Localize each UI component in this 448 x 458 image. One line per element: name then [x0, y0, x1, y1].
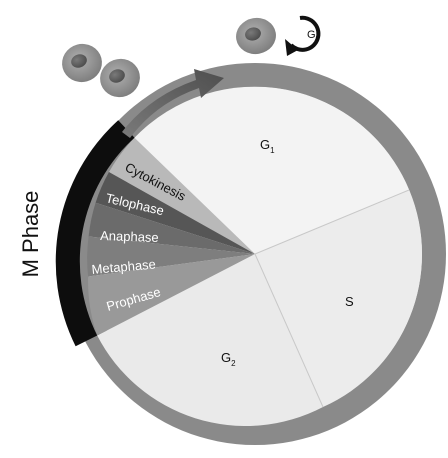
- sector-dividers: [254, 189, 410, 408]
- g2-sector: [97, 254, 323, 426]
- anaphase-sector: [88, 202, 255, 254]
- g1-sector: [134, 86, 409, 254]
- g1-label: G1: [260, 137, 275, 155]
- progress-arrow: [122, 69, 224, 138]
- m-phase-label: M Phase: [18, 191, 43, 278]
- g0-cycle-icon: [285, 15, 321, 56]
- telophase-sector: [95, 172, 255, 254]
- g0-label: G0: [307, 29, 320, 43]
- metaphase-sector: [87, 236, 256, 277]
- s-sector: [255, 190, 422, 407]
- g2-label: G2: [221, 350, 236, 368]
- cell-icon-1: [62, 43, 102, 83]
- metaphase-label: Metaphase: [91, 256, 156, 277]
- cell-icon-2: [100, 58, 140, 98]
- s-label: S: [345, 294, 354, 309]
- m-phase-band: [55, 120, 135, 347]
- cell-icon-g0: [236, 17, 276, 55]
- anaphase-label: Anaphase: [100, 228, 159, 245]
- prophase-sector: [88, 254, 255, 336]
- cytokinesis-sector: [109, 137, 255, 254]
